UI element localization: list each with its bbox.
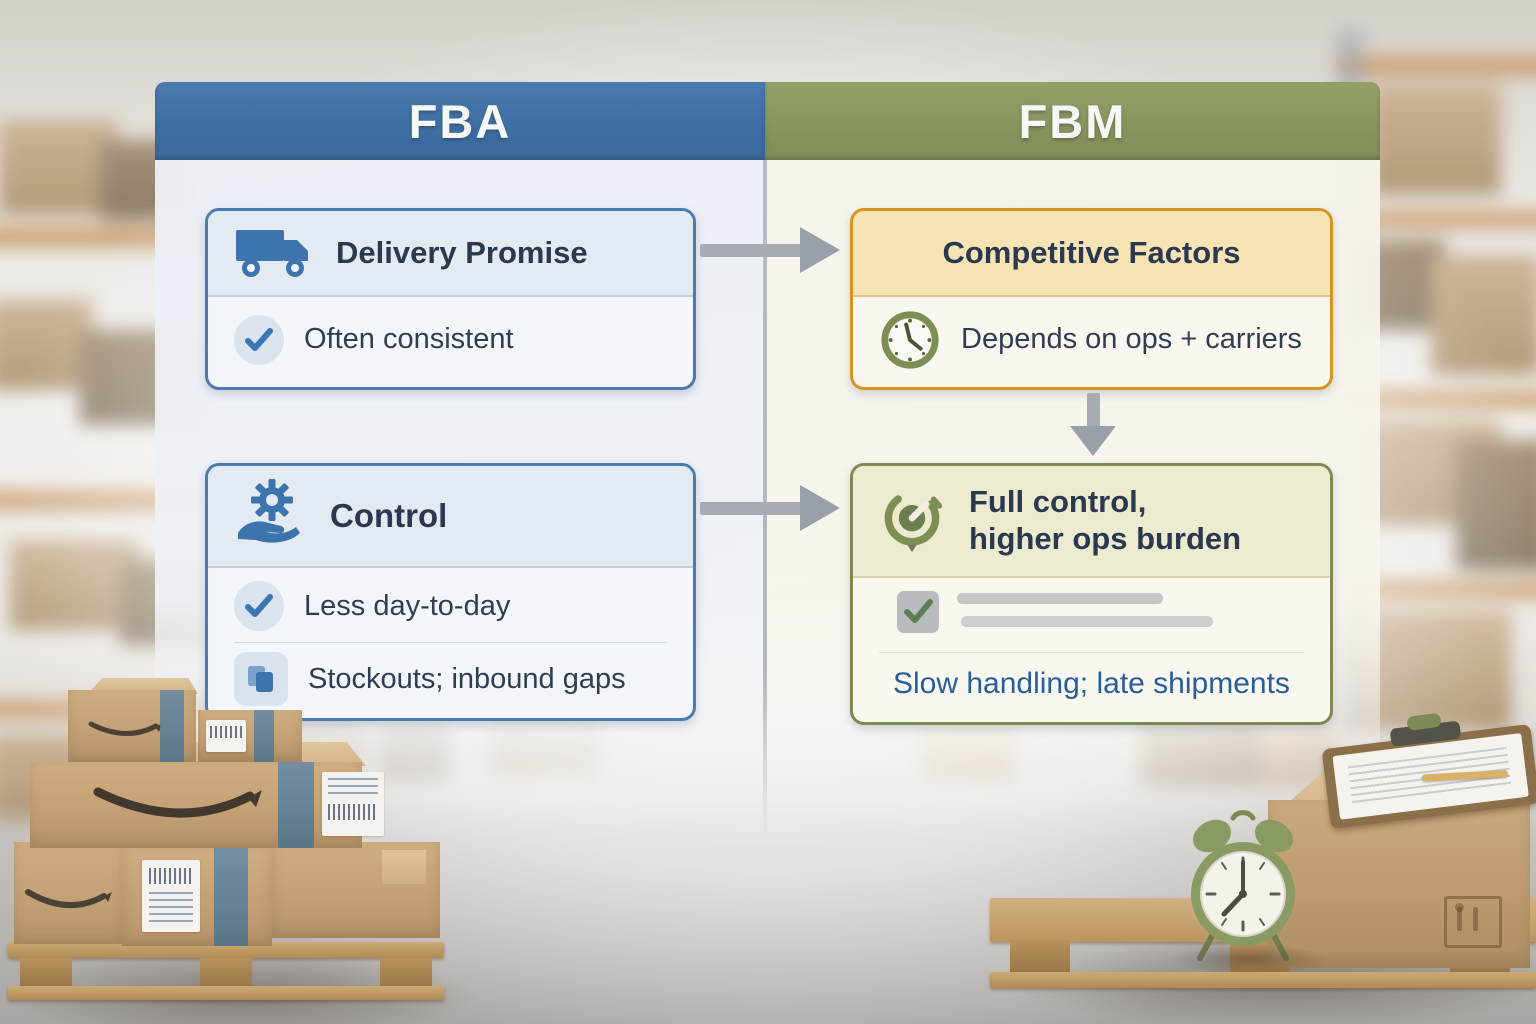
amazon-smile-logo [88, 721, 163, 737]
placeholder-bar [961, 616, 1213, 627]
control-item-1-text: Less day-to-day [304, 589, 511, 622]
full-control-note: Slow handling; late shipments [853, 653, 1330, 715]
delivery-promise-card-header: Delivery Promise [208, 211, 693, 297]
shipping-tape [278, 762, 314, 848]
control-item-1: Less day-to-day [208, 570, 693, 642]
control-card-divider [234, 642, 667, 643]
arrow-down-icon [1087, 393, 1100, 427]
cardboard-box-large [1268, 800, 1530, 968]
competitive-factors-card-header: Competitive Factors [853, 211, 1330, 297]
alarm-clock [1191, 810, 1295, 961]
cardboard-box [68, 690, 196, 762]
competitive-factors-title: Competitive Factors [942, 235, 1241, 270]
cardboard-box [198, 710, 302, 762]
amazon-smile-logo [25, 889, 112, 908]
delivery-promise-card: Delivery Promise Often consistent [205, 208, 696, 390]
truck-icon [236, 230, 308, 277]
check-icon [234, 581, 284, 631]
gear-hand-icon [238, 479, 300, 543]
full-control-title-line1: Full control, [969, 484, 1147, 520]
cardboard-box [14, 842, 122, 944]
shipping-tape [214, 848, 248, 946]
fbm-column-header: FBM [765, 82, 1380, 160]
delivery-promise-title: Delivery Promise [336, 235, 588, 270]
competitive-factors-card: Competitive Factors Depends on ops + car… [850, 208, 1333, 390]
delivery-promise-item: Often consistent [208, 297, 693, 382]
check-icon [234, 314, 284, 365]
arrow-down-head-icon [1070, 426, 1116, 456]
placeholder-bar [957, 593, 1163, 604]
stacked-boxes-icon [234, 652, 288, 706]
full-control-card: Full control, higher ops burden Slow han… [850, 463, 1333, 725]
arrow-right-icon [700, 244, 802, 257]
control-item-2: Stockouts; inbound gaps [208, 643, 693, 715]
full-control-card-header: Full control, higher ops burden [853, 466, 1330, 578]
checkbox-icon [897, 591, 939, 633]
control-card-header: Control [208, 466, 693, 568]
control-title: Control [330, 497, 448, 534]
competitive-factors-item: Depends on ops + carriers [853, 297, 1330, 382]
amazon-smile-logo [93, 787, 262, 818]
control-item-2-text: Stockouts; inbound gaps [308, 662, 626, 695]
arrow-right-icon [700, 502, 802, 515]
fragile-stamp-icon [1444, 896, 1502, 948]
full-control-divider [879, 652, 1304, 653]
cardboard-box [272, 842, 440, 938]
delivery-promise-item-text: Often consistent [304, 323, 514, 355]
arrow-right-head-icon [800, 227, 840, 273]
fbm-header-label: FBM [1018, 94, 1127, 148]
fba-column-header: FBA [155, 82, 765, 160]
cardboard-box-amazon [30, 762, 384, 848]
fba-header-label: FBA [408, 94, 512, 148]
full-control-checklist [853, 578, 1330, 648]
shipping-tape [160, 690, 184, 762]
shipping-tape [254, 710, 274, 762]
control-card: Control Less day-to-day Stockouts; inbou… [205, 463, 696, 721]
gauge-icon [884, 490, 943, 553]
column-divider [763, 160, 767, 840]
full-control-note-text: Slow handling; late shipments [893, 667, 1290, 700]
clock-shadow [1170, 944, 1330, 974]
competitive-factors-item-text: Depends on ops + carriers [961, 323, 1302, 355]
full-control-title-line2: higher ops burden [969, 521, 1242, 556]
arrow-right-head-icon [800, 485, 840, 531]
clock-icon [881, 310, 939, 369]
cardboard-box [122, 848, 272, 946]
